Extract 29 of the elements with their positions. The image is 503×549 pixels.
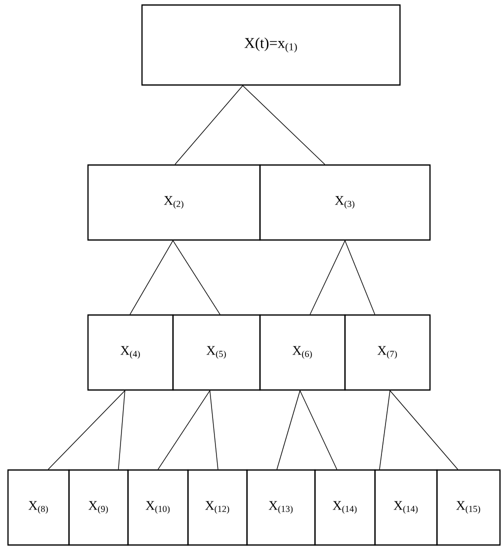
tree-box: X$_{(3)}$: [259, 164, 431, 241]
tree-box: X$_{(8)}$: [7, 469, 70, 546]
tree-box: X$_{(14)}$: [314, 469, 376, 546]
tree-box: X$_{(6)}$: [259, 314, 346, 391]
connector-line: [210, 390, 218, 470]
tree-box: X$_{(2)}$: [87, 164, 261, 241]
tree-box: X$_{(12)}$: [187, 469, 248, 546]
connector-line: [344, 240, 376, 315]
connector-line: [242, 85, 326, 165]
connector-line: [174, 85, 244, 165]
connector-line: [276, 390, 300, 470]
connector-line: [172, 240, 220, 315]
connector-line: [379, 390, 390, 470]
connector-line: [48, 390, 126, 470]
tree-box: X$_{(7)}$: [344, 314, 431, 391]
tree-box: X$_{(14)}$: [374, 469, 438, 546]
connector-line: [310, 240, 346, 315]
tree-box: X$_{(5)}$: [172, 314, 261, 391]
tree-box: X$_{(9)}$: [68, 469, 129, 546]
tree-box: X(t)=x$_{(1)}$: [141, 4, 401, 86]
connector-line: [300, 390, 338, 470]
connector-line: [158, 390, 210, 470]
tree-box: X$_{(13)}$: [246, 469, 316, 546]
tree-box: X$_{(10)}$: [127, 469, 189, 546]
tree-box: X$_{(4)}$: [87, 314, 174, 391]
connector-line: [390, 390, 458, 470]
tree-box: X$_{(15)}$: [436, 469, 501, 546]
connector-line: [130, 240, 174, 315]
connector-line: [118, 390, 126, 470]
